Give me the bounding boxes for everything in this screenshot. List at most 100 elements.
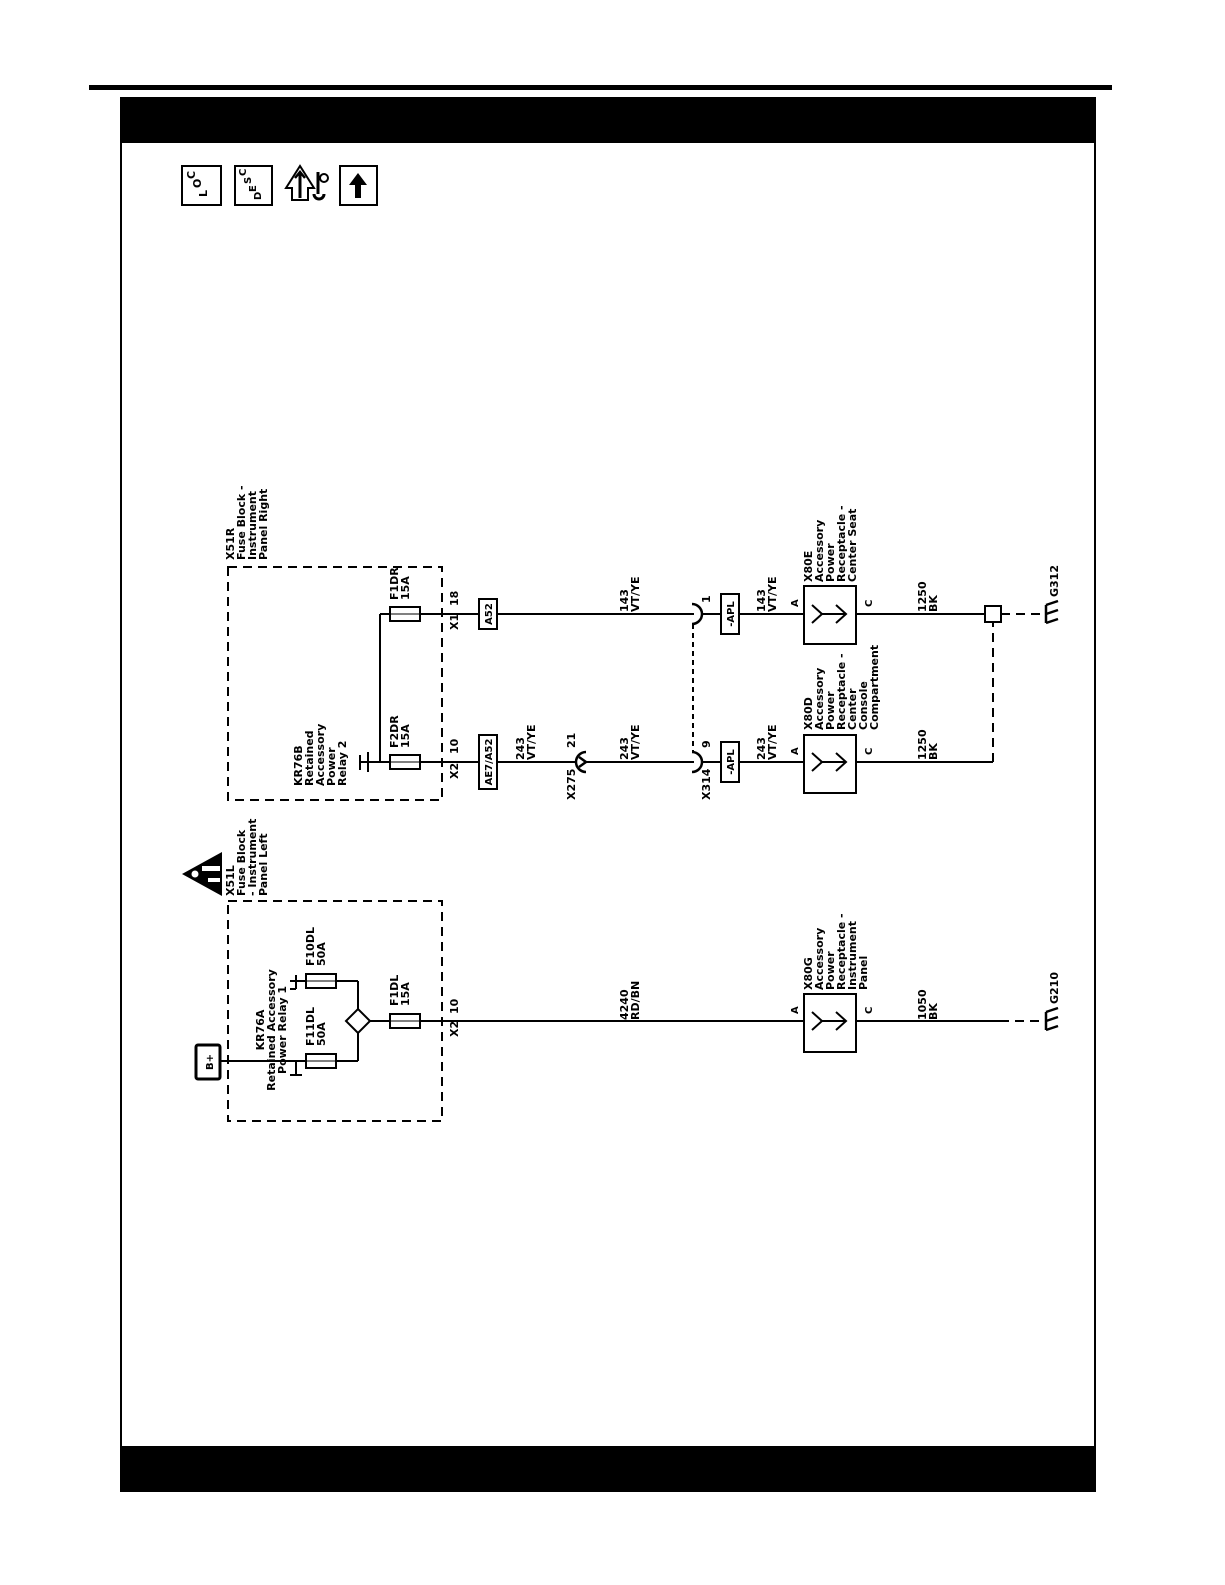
svg-text:1250: 1250	[916, 581, 929, 612]
svg-text:Power: Power	[824, 543, 837, 582]
desc-icon[interactable]: D E S C	[234, 165, 273, 206]
x80g-pin-a: A	[790, 1006, 801, 1014]
svg-text:1250: 1250	[916, 729, 929, 760]
svg-text:Fuse Block -: Fuse Block -	[235, 485, 248, 560]
svg-text:15A: 15A	[399, 576, 412, 600]
svg-text:15A: 15A	[399, 724, 412, 748]
svg-text:Receptacle -: Receptacle -	[835, 913, 848, 990]
svg-text:50A: 50A	[315, 1022, 328, 1046]
svg-text:BK: BK	[927, 743, 940, 760]
up-arrow-icon[interactable]	[339, 165, 378, 206]
svg-text:1050: 1050	[916, 989, 929, 1020]
receptacle-x80d	[803, 734, 990, 794]
svg-text:BK: BK	[927, 1003, 940, 1020]
svg-text:Power: Power	[824, 691, 837, 730]
top-rule	[89, 85, 1112, 90]
repair-procedure-icon[interactable]	[284, 164, 329, 201]
fuse-block-left-outline	[227, 900, 443, 1122]
svg-text:E: E	[248, 185, 259, 192]
x80e-label: X80E Accessory Power Receptacle - Center…	[802, 505, 859, 582]
tag-apl-upper: -APL	[720, 593, 740, 635]
wire-1250-b-label: 1250 BK	[916, 581, 940, 612]
svg-text:X80G: X80G	[802, 957, 815, 990]
svg-text:X80E: X80E	[802, 551, 815, 582]
svg-text:-APL: -APL	[726, 749, 737, 775]
svg-text:Panel Left: Panel Left	[257, 833, 270, 896]
wire-243-a-label: 243 VT/YE	[514, 724, 538, 760]
svg-text:BK: BK	[927, 595, 940, 612]
receptacle-x80g	[803, 993, 1000, 1053]
svg-text:Power: Power	[325, 747, 338, 786]
x80g-label: X80G Accessory Power Receptacle - Instru…	[802, 913, 870, 990]
svg-text:L: L	[197, 190, 210, 197]
svg-text:RD/BN: RD/BN	[629, 981, 642, 1020]
ground-g210-icon	[1044, 1006, 1059, 1032]
fuse-f10dl-label: F10DL 50A	[304, 927, 328, 966]
svg-text:KR76B: KR76B	[292, 745, 305, 786]
tag-ae7-a52: AE7/A52	[478, 734, 498, 790]
svg-text:Console: Console	[857, 681, 870, 730]
svg-text:243: 243	[618, 737, 631, 760]
wire-143-b-label: 143 VT/YE	[755, 576, 779, 612]
svg-text:C: C	[238, 169, 249, 176]
wire-1250-a-label: 1250 BK	[916, 729, 940, 760]
relay-kr76a-label: KR76A Retained Accessory Power Relay 1	[254, 969, 289, 1091]
svg-text:KR76A: KR76A	[254, 1009, 267, 1050]
svg-text:243: 243	[514, 737, 527, 760]
svg-text:Accessory: Accessory	[813, 520, 826, 582]
splice-pack	[984, 605, 1002, 623]
svg-text:X80D: X80D	[802, 697, 815, 730]
svg-text:Power: Power	[824, 951, 837, 990]
wire-143-a-label: 143 VT/YE	[618, 576, 642, 612]
svg-text:D: D	[253, 192, 264, 200]
svg-text:Accessory: Accessory	[813, 668, 826, 730]
wire-243-c-label: 243 VT/YE	[755, 724, 779, 760]
svg-text:Power Relay 1: Power Relay 1	[276, 986, 289, 1074]
fuse-f1dl-label: F1DL 15A	[388, 975, 412, 1006]
x314-pin-1: 1	[700, 595, 713, 603]
svg-text:-APL: -APL	[726, 601, 737, 627]
x80e-pin-c: C	[864, 600, 875, 607]
wire-4240-label: 4240 RD/BN	[618, 981, 642, 1020]
ground-g210-label: G210	[1048, 972, 1061, 1004]
fuse-f11dl-label: F11DL 50A	[304, 1007, 328, 1046]
svg-text:O: O	[191, 179, 204, 188]
svg-text:S: S	[243, 177, 254, 184]
svg-text:C: C	[185, 171, 198, 179]
loc-icon[interactable]: L O C	[181, 165, 222, 206]
svg-text:Accessory: Accessory	[813, 928, 826, 990]
pin-18: 18	[448, 591, 461, 606]
tag-a52: A52	[478, 598, 498, 630]
svg-text:Instrument: Instrument	[846, 921, 859, 990]
svg-text:VT/YE: VT/YE	[629, 724, 642, 760]
conn-x2-right: X2	[448, 763, 461, 779]
svg-text:F2DR: F2DR	[388, 715, 401, 748]
svg-text:Accessory: Accessory	[314, 724, 327, 786]
svg-text:4240: 4240	[618, 989, 631, 1020]
svg-text:143: 143	[755, 589, 768, 612]
svg-text:Center: Center	[846, 688, 859, 730]
x80d-pin-a: A	[790, 747, 801, 755]
inline-connector-x275: X275 21	[565, 733, 589, 800]
svg-text:X51R: X51R	[224, 527, 237, 560]
header-bar	[122, 99, 1094, 143]
svg-text:Fuse Block: Fuse Block	[235, 829, 248, 896]
footer-bar	[122, 1446, 1094, 1490]
diagram-frame	[120, 97, 1096, 1492]
svg-text:Retained: Retained	[303, 730, 316, 786]
svg-text:F1DR: F1DR	[388, 567, 401, 600]
battery-positive-terminal: B+	[194, 1043, 222, 1081]
x80e-pin-a: A	[790, 599, 801, 607]
svg-text:VT/YE: VT/YE	[766, 724, 779, 760]
fuse-block-right-outline	[227, 566, 443, 801]
fuse-f2dr-label: F2DR 15A	[388, 715, 412, 748]
svg-text:Receptacle -: Receptacle -	[835, 505, 848, 582]
svg-text:Receptacle -: Receptacle -	[835, 653, 848, 730]
svg-text:50A: 50A	[315, 942, 328, 966]
fuse-block-left-label: X51L Fuse Block - Instrument Panel Left	[224, 819, 270, 896]
ground-g312-label: G312	[1048, 565, 1061, 597]
svg-text:Compartment: Compartment	[868, 645, 881, 730]
pin-10-right: 10	[448, 738, 461, 754]
info-caution-icon[interactable]	[182, 852, 222, 896]
pin-10-left: 10	[448, 998, 461, 1014]
